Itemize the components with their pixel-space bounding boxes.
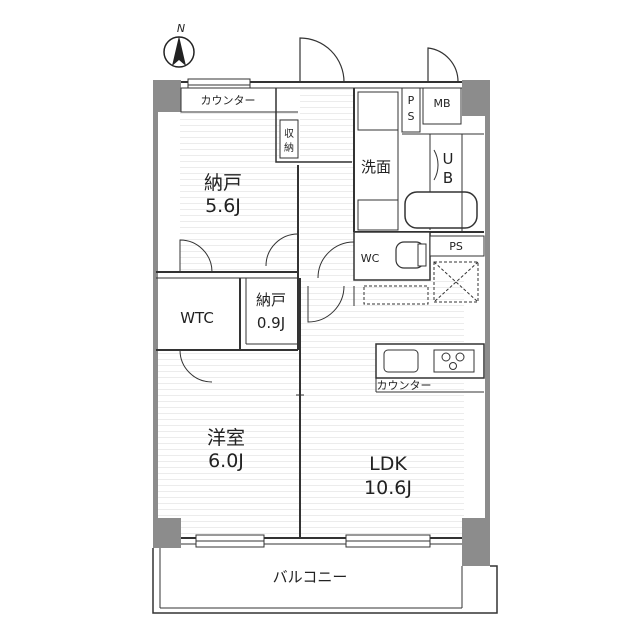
- bathtub: [404, 191, 478, 229]
- wall-west: [153, 112, 158, 522]
- north-arrow-icon: [172, 36, 186, 66]
- wall-east: [485, 116, 490, 522]
- wall-nw-pillar: [153, 80, 181, 112]
- ps-top-box: [401, 87, 421, 133]
- kitchen-sink: [383, 349, 419, 373]
- floor-western: [156, 350, 300, 535]
- ub-line1: U: [443, 150, 454, 168]
- ldk-size: 10.6J: [364, 477, 412, 499]
- closet-line2: 納: [284, 141, 294, 154]
- door-storage2: [307, 285, 345, 323]
- balcony-name: バルコニー: [273, 568, 348, 586]
- closet-line1: 収: [284, 128, 294, 140]
- wall-se-pillar: [462, 518, 490, 566]
- ps-top-line2: S: [408, 110, 415, 123]
- balcony-outline: [152, 548, 498, 614]
- storage2-size: 0.9J: [257, 314, 285, 332]
- fridge-space: [433, 261, 479, 303]
- stove: [433, 349, 475, 373]
- wall-ne-pillar: [462, 80, 490, 116]
- door-ub: [433, 149, 439, 181]
- compass: N: [163, 22, 195, 68]
- ldk-name: LDK: [369, 453, 407, 475]
- entrance-door: [299, 37, 345, 83]
- ps-top-line1: P: [408, 94, 415, 107]
- counter-top-box: [180, 87, 277, 113]
- ps-wc-box: [429, 235, 485, 257]
- ps-wc-name: PS: [449, 240, 463, 253]
- wtc-name: WTC: [180, 309, 214, 327]
- western-size: 6.0J: [208, 450, 244, 472]
- door-wc: [317, 241, 355, 279]
- washroom-sink-bottom: [357, 199, 399, 231]
- door-western: [179, 349, 213, 383]
- storage2-name: 納戸: [256, 291, 286, 309]
- exterior-walls: [153, 80, 490, 566]
- closet-label-box: [279, 119, 299, 159]
- mb-box: [422, 87, 462, 125]
- door-storage1: [179, 239, 213, 273]
- interior-lines: [152, 37, 498, 614]
- door-storage1-east: [265, 233, 299, 267]
- counter-kitchen-label: カウンター: [377, 379, 432, 392]
- washer-space: [363, 285, 429, 305]
- closet-outline: [275, 88, 352, 163]
- ub-line2: B: [443, 169, 453, 187]
- mb-name: MB: [433, 97, 450, 110]
- floor-storage1: [180, 112, 298, 272]
- mb-door: [427, 47, 459, 83]
- counter-top-label: カウンター: [201, 94, 256, 107]
- wall-sw-pillar: [153, 518, 181, 548]
- wc-name: WC: [361, 252, 380, 265]
- storage1-name: 納戸: [204, 172, 242, 194]
- storage1-size: 5.6J: [205, 195, 241, 217]
- washroom-name: 洗面: [361, 158, 391, 176]
- washroom-sink-top: [357, 91, 399, 131]
- western-name: 洋室: [207, 427, 245, 449]
- compass-label: N: [177, 22, 185, 35]
- floor-ldk: [300, 280, 464, 535]
- floor-areas: [156, 88, 464, 535]
- floor-hallway: [300, 88, 354, 280]
